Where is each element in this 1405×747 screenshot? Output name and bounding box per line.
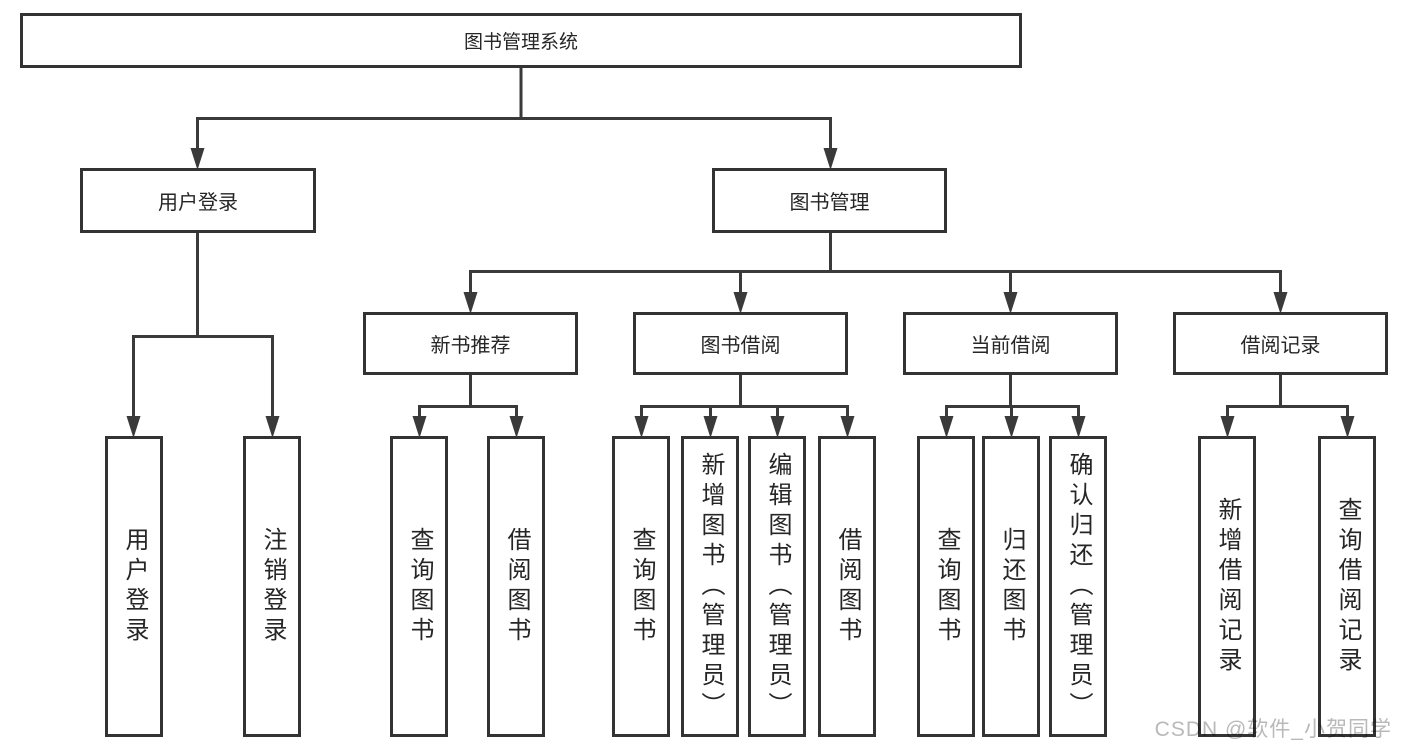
node-user-login: 用户登录 xyxy=(80,168,316,233)
arrow-cb-return xyxy=(1004,416,1019,438)
node-root-label: 图书管理系统 xyxy=(463,32,578,53)
leaf-borrow-books: 借阅图书 xyxy=(818,436,876,737)
leaf-query-books-recommend-label: 查询图书 xyxy=(406,526,433,647)
arrow-nb-borrow xyxy=(509,416,524,438)
leaf-edit-book-admin: 编辑图书（管理员） xyxy=(748,436,806,737)
node-current-borrow: 当前借阅 xyxy=(903,312,1118,375)
leaf-borrow-books-recommend: 借阅图书 xyxy=(487,436,545,737)
node-book-management: 图书管理 xyxy=(712,168,947,233)
arrow-bb-borrow xyxy=(840,416,855,438)
arrow-rec-add xyxy=(1220,416,1235,438)
leaf-edit-book-admin-label: 编辑图书（管理员） xyxy=(764,451,791,722)
leaf-query-borrow-record: 查询借阅记录 xyxy=(1318,436,1376,737)
leaf-query-books-recommend: 查询图书 xyxy=(390,436,448,737)
node-book-borrow-label: 图书借阅 xyxy=(700,335,781,357)
arrow-cb-confirm xyxy=(1071,416,1086,438)
leaf-user-login: 用户登录 xyxy=(105,436,163,737)
arrow-nb-query xyxy=(412,416,427,438)
leaf-add-book-admin-label: 新增图书（管理员） xyxy=(697,451,724,722)
node-user-login-label: 用户登录 xyxy=(158,192,238,214)
arrow-bb-query xyxy=(634,416,649,438)
csdn-watermark: CSDN @软件_小贺同学 xyxy=(1154,718,1392,741)
arrow-book-borrow xyxy=(733,292,748,314)
leaf-add-book-admin: 新增图书（管理员） xyxy=(681,436,739,737)
leaf-borrow-books-label: 借阅图书 xyxy=(834,526,861,647)
leaf-query-books-current: 查询图书 xyxy=(917,436,975,737)
leaf-query-books-current-label: 查询图书 xyxy=(933,526,960,647)
arrow-new-book xyxy=(463,292,478,314)
node-book-borrow: 图书借阅 xyxy=(633,312,848,375)
node-borrow-records: 借阅记录 xyxy=(1173,312,1388,375)
leaf-return-book-label: 归还图书 xyxy=(998,526,1025,647)
leaf-return-book: 归还图书 xyxy=(982,436,1040,737)
arrow-leaf-login xyxy=(126,416,141,438)
leaf-confirm-return-admin-label: 确认归还（管理员） xyxy=(1065,451,1092,722)
arrow-leaf-logout xyxy=(265,416,280,438)
node-new-book-recommend: 新书推荐 xyxy=(363,312,578,375)
leaf-confirm-return-admin: 确认归还（管理员） xyxy=(1049,436,1107,737)
leaf-query-books-borrow-label: 查询图书 xyxy=(628,526,655,647)
node-root: 图书管理系统 xyxy=(20,13,1022,68)
arrow-bb-add xyxy=(703,416,718,438)
arrow-cb-query xyxy=(939,416,954,438)
leaf-logout: 注销登录 xyxy=(243,436,301,737)
leaf-query-books-borrow: 查询图书 xyxy=(612,436,670,737)
node-current-borrow-label: 当前借阅 xyxy=(970,335,1051,357)
leaf-query-borrow-record-label: 查询借阅记录 xyxy=(1334,496,1361,677)
leaf-logout-label: 注销登录 xyxy=(259,526,286,647)
node-borrow-records-label: 借阅记录 xyxy=(1240,335,1321,357)
leaf-add-borrow-record: 新增借阅记录 xyxy=(1198,436,1256,737)
arrow-borrow-records xyxy=(1273,292,1288,314)
arrow-bb-edit xyxy=(770,416,785,438)
node-book-management-label: 图书管理 xyxy=(789,192,870,214)
arrow-rec-query xyxy=(1340,416,1355,438)
arrow-book-management xyxy=(823,148,838,170)
leaf-borrow-books-recommend-label: 借阅图书 xyxy=(503,526,530,647)
arrow-current-borrow xyxy=(1003,292,1018,314)
leaf-user-login-label: 用户登录 xyxy=(121,526,148,647)
node-new-book-recommend-label: 新书推荐 xyxy=(430,335,511,357)
leaf-add-borrow-record-label: 新增借阅记录 xyxy=(1214,496,1241,677)
arrow-user-login xyxy=(190,148,205,170)
